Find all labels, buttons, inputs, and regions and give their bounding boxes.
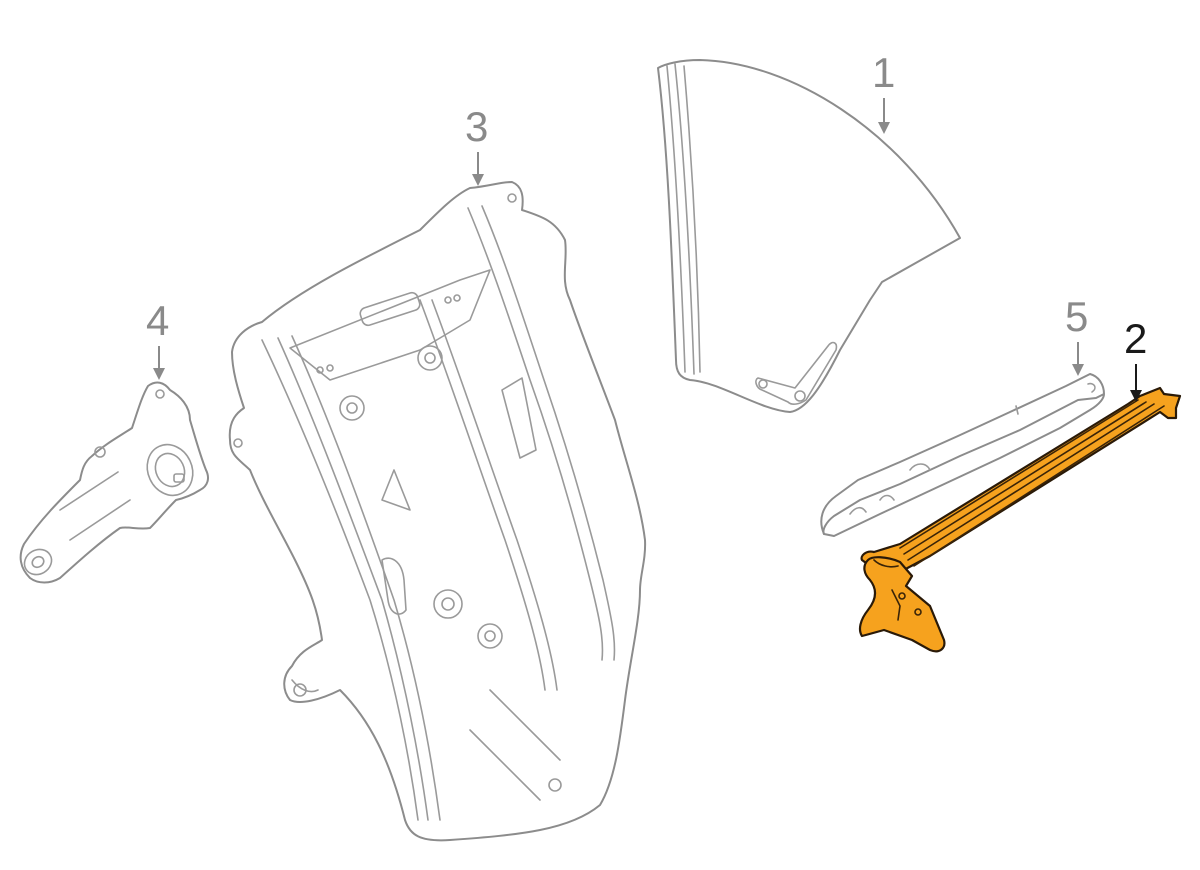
callout-label-3: 3 — [465, 103, 489, 150]
callout-2-arrow — [1130, 364, 1142, 402]
callout-label-4: 4 — [146, 297, 170, 344]
callout-5-arrow — [1072, 342, 1084, 376]
callout-label-2: 2 — [1124, 315, 1148, 362]
part-5-guide-rail[interactable] — [820, 373, 1105, 537]
callout-4-arrow — [153, 346, 165, 380]
callout-label-1: 1 — [872, 49, 896, 96]
callout-3-arrow — [472, 152, 484, 186]
callout-1-arrow — [878, 98, 890, 134]
part-1-door-glass[interactable] — [657, 59, 961, 413]
part-3-regulator-panel[interactable] — [228, 181, 647, 842]
part-2-glass-guide-channel[interactable] — [858, 386, 1182, 653]
callout-label-5: 5 — [1065, 293, 1089, 340]
part-4-window-motor[interactable] — [19, 381, 209, 584]
